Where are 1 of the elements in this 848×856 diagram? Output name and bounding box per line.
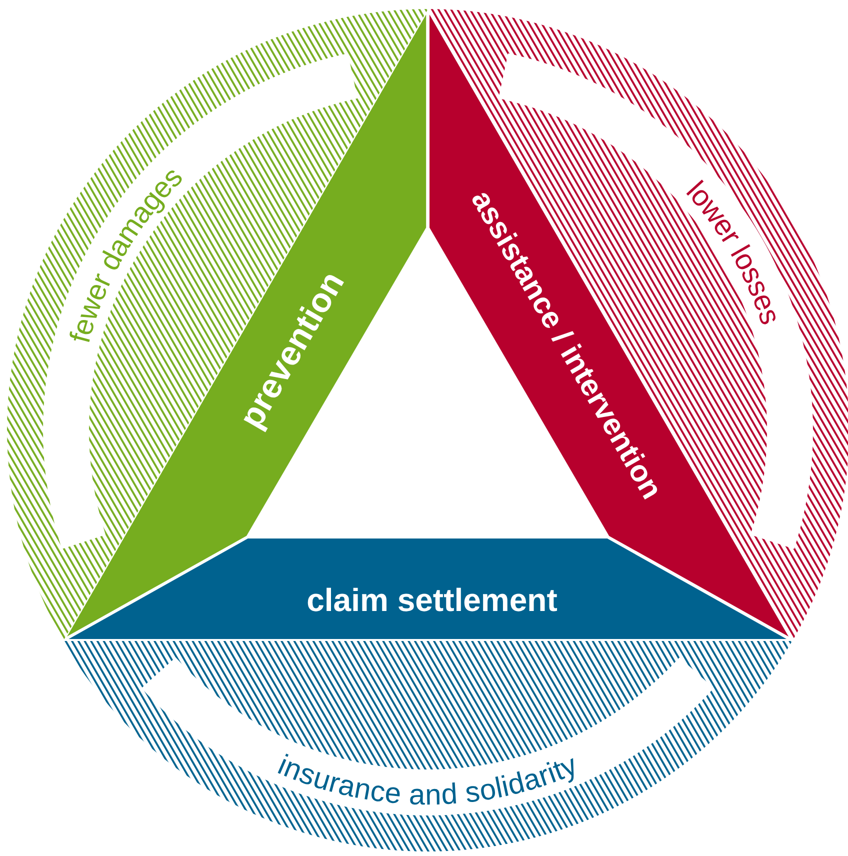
band-label: claim settlement: [306, 584, 558, 616]
